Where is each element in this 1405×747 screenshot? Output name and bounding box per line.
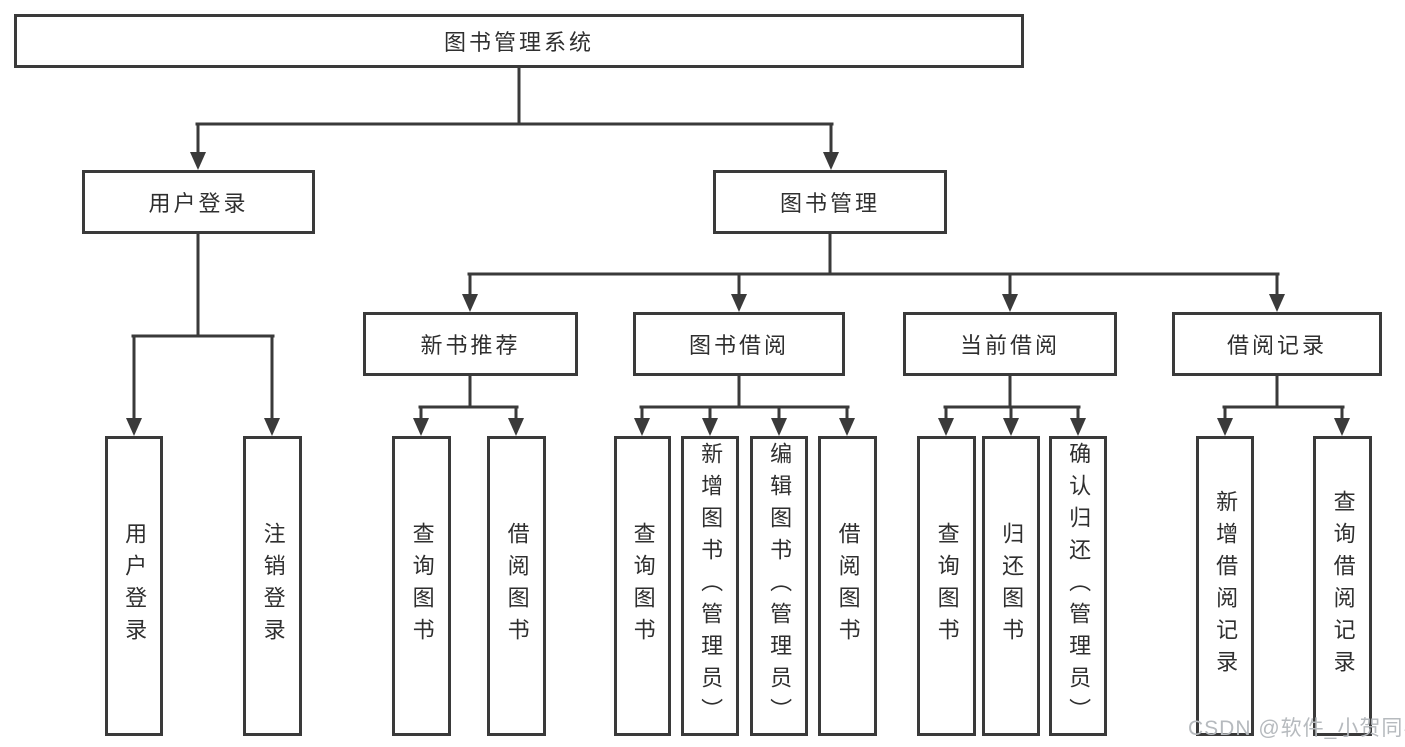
node-book-borrowing-label: 图书借阅 [688, 333, 789, 358]
leaf-query-borrow-record-label: 查询借阅记录 [1330, 490, 1356, 682]
leaf-query-books-borrowing-label: 查询图书 [630, 522, 656, 650]
leaf-return-books-label: 归还图书 [999, 522, 1025, 650]
leaf-add-borrow-record-label: 新增借阅记录 [1213, 490, 1239, 682]
node-current-borrowing: 当前借阅 [903, 312, 1117, 376]
node-book-management: 图书管理 [713, 170, 947, 234]
node-book-borrowing: 图书借阅 [633, 312, 845, 376]
leaf-borrow-books-recommend-label: 借阅图书 [504, 522, 530, 650]
leaf-borrow-books-label: 借阅图书 [835, 522, 861, 650]
leaf-query-books-current: 查询图书 [917, 436, 976, 736]
leaf-add-borrow-record: 新增借阅记录 [1196, 436, 1254, 736]
leaf-add-books-admin-label: 新增图书（管理员） [698, 442, 724, 730]
leaf-add-books-admin: 新增图书（管理员） [681, 436, 739, 736]
leaf-logout-label: 注销登录 [260, 522, 286, 650]
leaf-query-books-recommend-label: 查询图书 [409, 522, 435, 650]
leaf-edit-books-admin: 编辑图书（管理员） [750, 436, 808, 736]
node-root-label: 图书管理系统 [443, 30, 594, 55]
leaf-confirm-return-admin-label: 确认归还（管理员） [1066, 442, 1092, 730]
leaf-edit-books-admin-label: 编辑图书（管理员） [767, 442, 793, 730]
leaf-borrow-books: 借阅图书 [818, 436, 877, 736]
node-root: 图书管理系统 [14, 14, 1024, 68]
leaf-borrow-books-recommend: 借阅图书 [487, 436, 546, 736]
node-book-management-label: 图书管理 [779, 191, 880, 216]
leaf-query-borrow-record: 查询借阅记录 [1313, 436, 1372, 736]
node-borrowing-records: 借阅记录 [1172, 312, 1382, 376]
leaf-user-login-label: 用户登录 [122, 522, 148, 650]
node-current-borrowing-label: 当前借阅 [959, 333, 1060, 358]
leaf-user-login: 用户登录 [105, 436, 163, 736]
node-user-login-branch: 用户登录 [82, 170, 315, 234]
leaf-query-books-borrowing: 查询图书 [614, 436, 671, 736]
leaf-query-books-current-label: 查询图书 [934, 522, 960, 650]
leaf-logout: 注销登录 [243, 436, 302, 736]
node-new-book-recommend-label: 新书推荐 [420, 333, 521, 358]
leaf-query-books-recommend: 查询图书 [392, 436, 451, 736]
node-new-book-recommend: 新书推荐 [363, 312, 578, 376]
watermark: CSDN @软件_小贺同学 [1188, 717, 1405, 740]
node-borrowing-records-label: 借阅记录 [1226, 333, 1327, 358]
node-user-login-branch-label: 用户登录 [148, 191, 249, 216]
leaf-confirm-return-admin: 确认归还（管理员） [1049, 436, 1107, 736]
leaf-return-books: 归还图书 [982, 436, 1040, 736]
